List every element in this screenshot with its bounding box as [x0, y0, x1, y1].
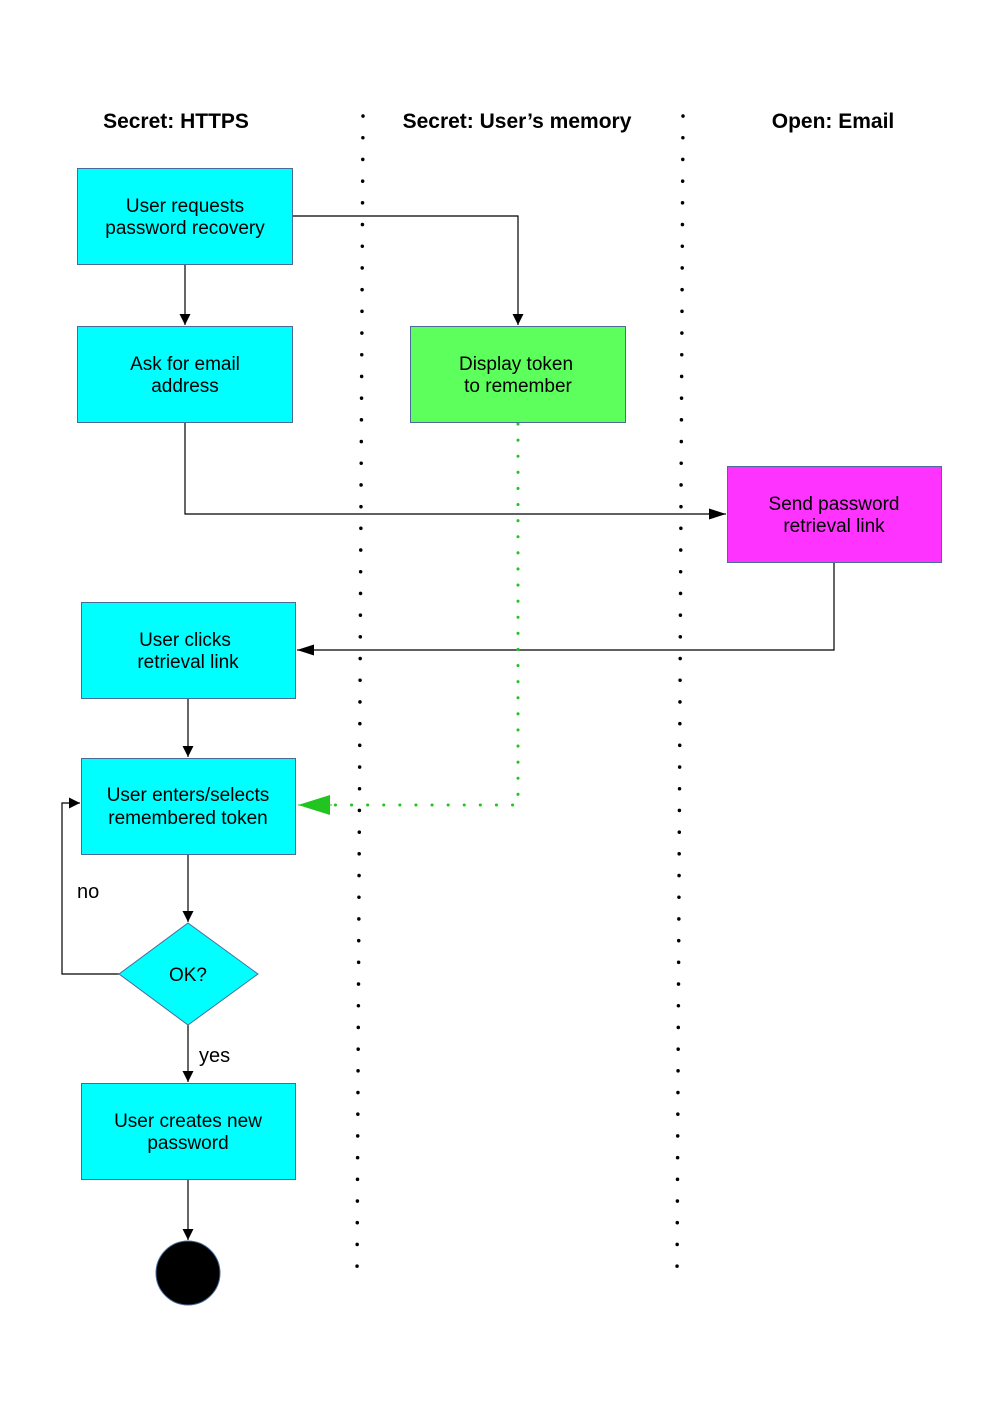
node-label-line: User clicks [139, 630, 231, 651]
node-label-line: to remember [464, 376, 572, 397]
node-label-line: Ask for email [130, 354, 240, 375]
edge-ok-no-loop [61, 797, 119, 975]
lane-separator-right [675, 114, 685, 1280]
node-label-line: Send password [769, 494, 900, 515]
node-send-retrieval-link: Send password retrieval link [727, 466, 942, 563]
end-node [155, 1240, 221, 1306]
node-user-enters-token: User enters/selects remembered token [81, 758, 296, 855]
lane-title-email: Open: Email [772, 110, 895, 133]
node-label-line: User creates new [114, 1111, 262, 1132]
edge-token-memory-link [328, 422, 520, 807]
node-label-line: retrieval link [137, 652, 239, 673]
node-label-line: remembered token [108, 808, 267, 829]
edge-request-to-display-token [293, 215, 524, 325]
edge-ask-to-send-link [184, 422, 726, 520]
lane-title-memory: Secret: User’s memory [403, 110, 632, 133]
node-label-line: password recovery [105, 218, 265, 239]
node-ask-email: Ask for email address [77, 326, 293, 423]
node-label-line: address [151, 376, 219, 397]
node-label-line: retrieval link [783, 516, 885, 537]
edge-send-link-to-clicks [297, 562, 835, 656]
node-label-line: User enters/selects [107, 785, 270, 806]
node-display-token: Display token to remember [410, 326, 626, 423]
lane-title-https: Secret: HTTPS [103, 110, 249, 133]
node-user-clicks-link: User clicks retrieval link [81, 602, 296, 699]
node-user-requests-recovery: User requests password recovery [77, 168, 293, 265]
decision-label: OK? [169, 965, 207, 986]
node-label-line: Display token [459, 354, 573, 375]
node-label-line: password [147, 1133, 228, 1154]
decision-ok: OK? [118, 922, 259, 1026]
node-user-creates-password: User creates new password [81, 1083, 296, 1180]
edge-label-yes: yes [199, 1045, 230, 1067]
edge-label-no: no [77, 881, 99, 903]
node-label-line: User requests [126, 196, 244, 217]
lane-separator-left [355, 114, 365, 1280]
